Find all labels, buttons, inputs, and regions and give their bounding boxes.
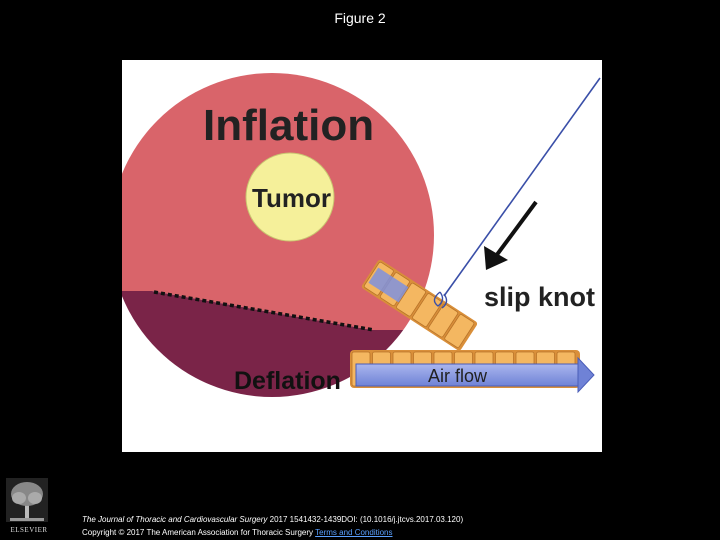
publisher-name: ELSEVIER bbox=[10, 526, 48, 534]
tumor-circle bbox=[245, 152, 335, 242]
inflation-label: Inflation bbox=[203, 101, 374, 150]
citation-line: The Journal of Thoracic and Cardiovascul… bbox=[82, 515, 463, 524]
copyright-line: Copyright © 2017 The American Associatio… bbox=[82, 528, 393, 537]
diagram-svg: Inflation Tumor Deflation slip knot Air … bbox=[122, 73, 601, 397]
knot-pointer-arrow bbox=[484, 200, 538, 270]
journal-name: The Journal of Thoracic and Cardiovascul… bbox=[82, 515, 268, 524]
copyright-text: Copyright © 2017 The American Associatio… bbox=[82, 528, 316, 537]
citation-details: 2017 1541432-1439DOI: (10.1016/j.jtcvs.2… bbox=[267, 515, 464, 524]
elsevier-tree-logo bbox=[6, 478, 48, 522]
balloon-divider-line bbox=[153, 290, 375, 332]
terms-link[interactable]: Terms and Conditions bbox=[315, 528, 393, 537]
slide-title: Figure 2 bbox=[334, 10, 386, 26]
tube-segment bbox=[396, 282, 426, 317]
tumor-label: Tumor bbox=[252, 183, 331, 213]
suture-line bbox=[443, 77, 601, 297]
tube-segment bbox=[444, 314, 475, 348]
deflation-label: Deflation bbox=[234, 367, 341, 395]
tube-segment bbox=[428, 303, 459, 338]
air-flow-label: Air flow bbox=[428, 366, 488, 386]
air-flow-arrow bbox=[355, 356, 595, 394]
figure-panel: Inflation Tumor Deflation slip knot Air … bbox=[122, 60, 602, 452]
slip-knot-label: slip knot bbox=[484, 282, 595, 312]
angled-tube bbox=[361, 259, 478, 351]
